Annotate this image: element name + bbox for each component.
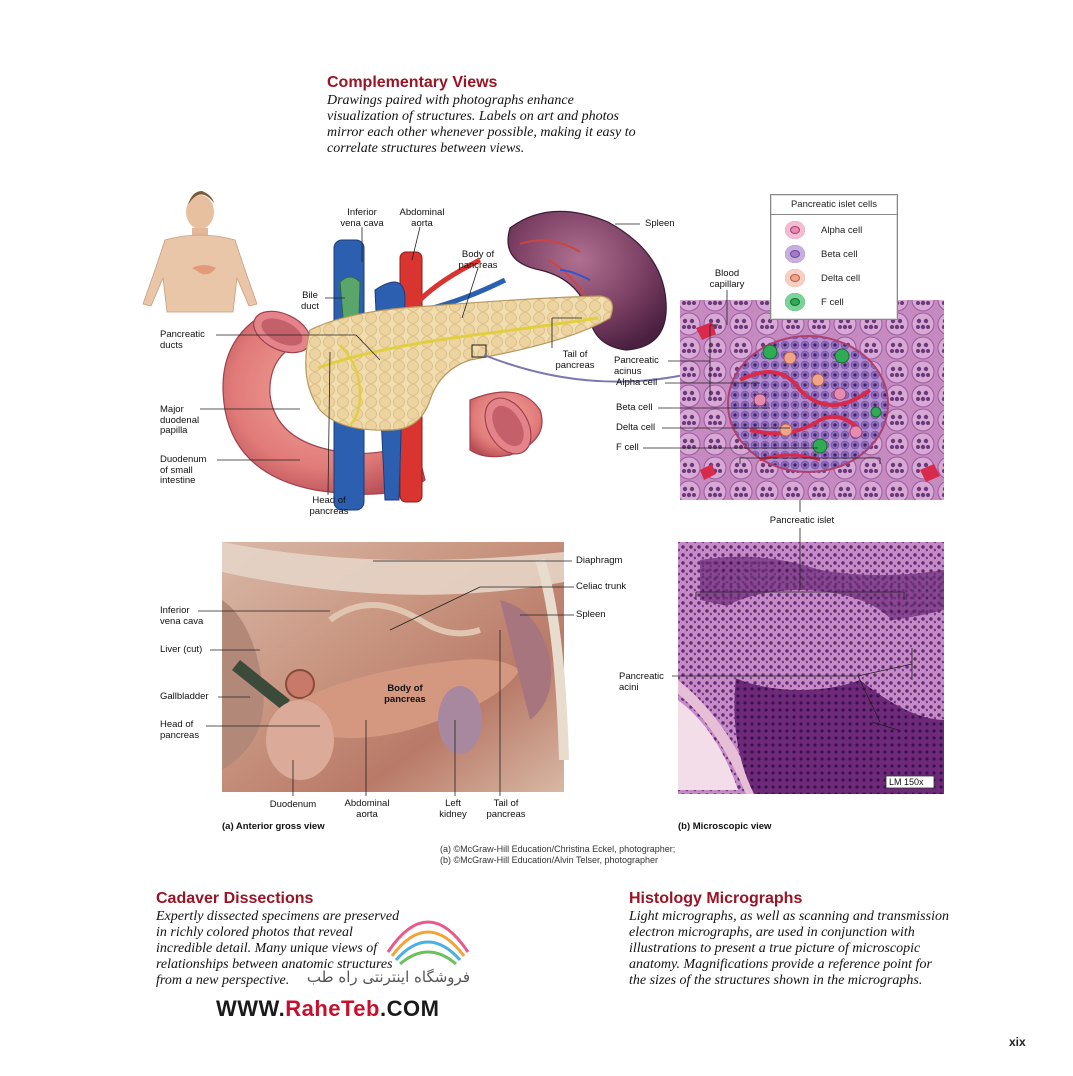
cadaver-photo	[222, 542, 569, 792]
photo-credits: (a) ©McGraw-Hill Education/Christina Eck…	[440, 844, 676, 865]
alpha-cell-icon	[785, 221, 805, 239]
leader-lines	[198, 223, 913, 796]
page-number: xix	[1009, 1035, 1026, 1049]
histology-heading: Histology Micrographs	[629, 890, 803, 907]
caption-anterior-gross-view: (a) Anterior gross view	[222, 821, 325, 832]
cadaver-line: from a new perspective.	[156, 973, 290, 988]
delta-cell-icon	[785, 269, 805, 287]
legend-item: F cell	[785, 293, 844, 311]
spleen-illustration	[507, 210, 667, 351]
f-cell-icon	[785, 293, 805, 311]
cadaver-line: in richly colored photos that reveal	[156, 925, 353, 940]
histology-section: Histology Micrographs Light micrographs,…	[629, 890, 1049, 989]
magnification-label: LM 150x	[889, 777, 924, 787]
zoom-connector	[483, 354, 685, 383]
micrograph-photo	[678, 542, 944, 794]
body-silhouette-icon	[142, 191, 258, 313]
complementary-section: Complementary Views Drawings paired with…	[327, 74, 636, 157]
legend-title: Pancreatic islet cells	[771, 195, 897, 215]
complementary-line: correlate structures between views.	[327, 141, 525, 156]
pancreas-illustration	[305, 295, 613, 431]
complementary-line: visualization of structures. Labels on a…	[327, 109, 619, 124]
cadaver-line: Expertly dissected specimens are preserv…	[156, 909, 400, 924]
watermark-persian-text: فروشگاه اینترنتی راه طب	[306, 968, 470, 986]
cadaver-section: Cadaver Dissections Expertly dissected s…	[156, 890, 486, 989]
histology-line: illustrations to present a true picture …	[629, 941, 921, 956]
label-alpha-cell: Alpha cell	[616, 377, 658, 388]
legend-item: Delta cell	[785, 269, 860, 287]
caption-microscopic-view: (b) Microscopic view	[678, 821, 772, 832]
cadaver-heading: Cadaver Dissections	[156, 890, 314, 907]
islet-illustration	[680, 300, 944, 500]
label-photo-duodenum: Duodenum	[269, 799, 317, 810]
histology-line: Light micrographs, as well as scanning a…	[629, 909, 949, 924]
histology-line: anatomy. Magnifications provide a refere…	[629, 957, 932, 972]
watermark-url: WWW.RaheTeb.COM	[216, 996, 440, 1021]
beta-cell-icon	[785, 245, 805, 263]
label-diaphragm: Diaphragm	[576, 555, 623, 566]
label-gallbladder: Gallbladder	[160, 691, 209, 702]
label-liver: Liver (cut)	[160, 644, 203, 655]
label-beta-cell: Beta cell	[616, 402, 653, 413]
histology-line: electron micrographs, are used in conjun…	[629, 925, 915, 940]
cadaver-line: incredible detail. Many unique views of	[156, 941, 378, 956]
label-f-cell: F cell	[616, 442, 639, 453]
complementary-heading: Complementary Views	[327, 74, 498, 91]
cadaver-line: relationships between anatomic structure…	[156, 957, 393, 972]
complementary-line: Drawings paired with photographs enhance	[327, 93, 574, 108]
label-delta-cell: Delta cell	[616, 422, 656, 433]
complementary-line: mirror each other whenever possible, mak…	[327, 125, 636, 140]
legend-item: Beta cell	[785, 245, 857, 263]
label-photo-spleen: Spleen	[576, 609, 606, 620]
islet-cells-legend: Pancreatic islet cells Alpha cell Beta c…	[770, 194, 898, 320]
legend-item: Alpha cell	[785, 221, 862, 239]
label-spleen: Spleen	[645, 218, 675, 229]
histology-line: the sizes of the structures shown in the…	[629, 973, 923, 988]
label-pancreatic-islet: Pancreatic islet	[769, 515, 835, 526]
label-celiac-trunk: Celiac trunk	[576, 581, 627, 592]
